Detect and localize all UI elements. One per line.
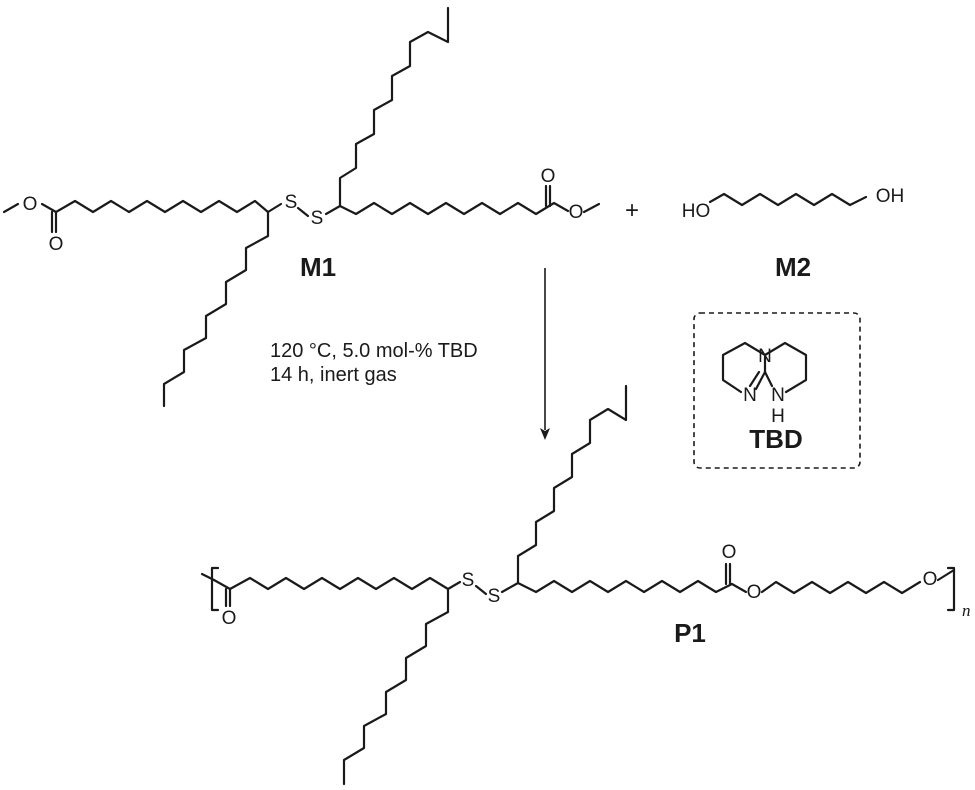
m1-label: M1 [300,252,336,282]
m2-hydroxyl-right: OH [876,186,905,207]
p1-carbonyl-oxygen-right: O [722,542,737,563]
polymer-repeat-subscript: n [962,601,971,620]
m2-label: M2 [775,252,811,282]
m1-sulfur-2: S [311,208,324,229]
reaction-arrowhead [540,428,550,440]
m1-ester-oxygen-right: O [569,202,584,223]
p1-structure [200,384,956,786]
conditions-line-1: 120 °C, 5.0 mol-% TBD [270,340,478,362]
tbd-nitrogen-amine: N [771,385,785,406]
tbd-dashed-box [693,312,861,469]
p1-carbonyl-oxygen-left: O [222,608,237,629]
p1-sulfur-1: S [462,570,475,591]
tbd-amine-hydrogen: H [771,406,785,427]
p1-label: P1 [674,618,706,648]
tbd-label: TBD [749,424,802,454]
m1-carbonyl-oxygen-right: O [541,166,556,187]
m1-structure [2,6,601,408]
m1-sulfur-1: S [285,192,298,213]
tbd-structure [721,341,808,394]
p1-sulfur-2: S [488,586,501,607]
tbd-nitrogen-bridge: N [758,346,772,367]
m2-structure [708,192,868,207]
m1-carbonyl-oxygen-left: O [49,234,64,255]
m1-ester-oxygen-left: O [23,194,38,215]
m2-hydroxyl-left: HO [682,201,711,222]
p1-ester-oxygen: O [747,582,762,603]
p1-terminal-oxygen: O [923,569,938,590]
tbd-nitrogen-imine: N [743,385,757,406]
plus-sign: + [625,197,639,224]
conditions-line-2: 14 h, inert gas [270,364,397,386]
